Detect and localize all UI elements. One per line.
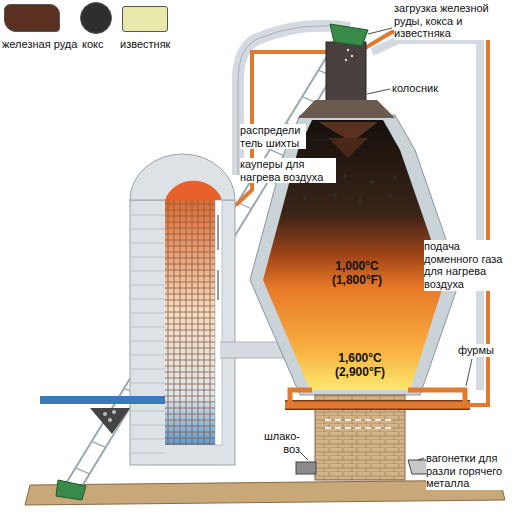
legend-text: железная руда xyxy=(2,38,74,51)
temperature-label: 1,600°C (2,900°F) xyxy=(312,352,408,380)
part-label: колосник xyxy=(392,82,462,95)
legend-text: известняк xyxy=(120,38,180,51)
part-label: распредели тель шихты xyxy=(240,124,306,149)
part-label: подача доменного газа для нагрева воздух… xyxy=(424,240,516,291)
legend-text: кокс xyxy=(82,38,116,51)
part-label: фурмы xyxy=(458,344,508,357)
legend-swatch xyxy=(80,2,112,34)
part-label: вагонетки для разли горячего металла xyxy=(426,452,518,490)
legend-swatch xyxy=(122,6,168,32)
legend-swatch xyxy=(4,4,60,32)
part-label: кауперы для нагрева воздуха xyxy=(240,158,336,183)
temperature-label: 1,000°C (1,800°F) xyxy=(312,260,402,288)
loading-label: загрузка железной руды, кокса и известня… xyxy=(394,2,518,40)
part-label: шлако- воз xyxy=(256,430,300,455)
